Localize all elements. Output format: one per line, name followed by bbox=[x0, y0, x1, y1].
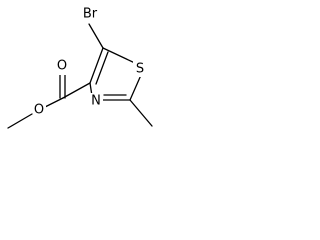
carbonyl-oxygen-label: O bbox=[57, 59, 67, 74]
nitrogen-label: N bbox=[91, 94, 101, 109]
s-label-bg bbox=[133, 61, 147, 77]
bond-c5-br bbox=[88, 23, 104, 49]
bond-c2-methyl bbox=[129, 99, 153, 127]
bond-c4-c5-1 bbox=[89, 47, 104, 84]
ester-oxygen-label: O bbox=[34, 103, 44, 118]
sulfur-label: S bbox=[136, 62, 144, 77]
bonds bbox=[7, 23, 153, 129]
bond-s-c2 bbox=[129, 74, 142, 101]
bond-methyl-ester-o bbox=[7, 113, 33, 129]
ester-o-label-bg bbox=[33, 101, 46, 117]
n-label-bg bbox=[89, 93, 103, 109]
carbonyl-o-label-bg bbox=[56, 59, 69, 75]
bond-carbonyl-c-c4 bbox=[62, 82, 91, 99]
br-label-bg bbox=[80, 7, 102, 23]
bromine-label: Br bbox=[83, 7, 98, 22]
chemical-structure: Br S N O O bbox=[7, 7, 153, 129]
bond-c5-s bbox=[102, 47, 138, 65]
atom-labels: Br S N O O bbox=[33, 7, 147, 118]
bond-c4-c5-2 bbox=[95, 51, 109, 85]
bond-ester-o-carbonyl-c bbox=[44, 97, 64, 108]
